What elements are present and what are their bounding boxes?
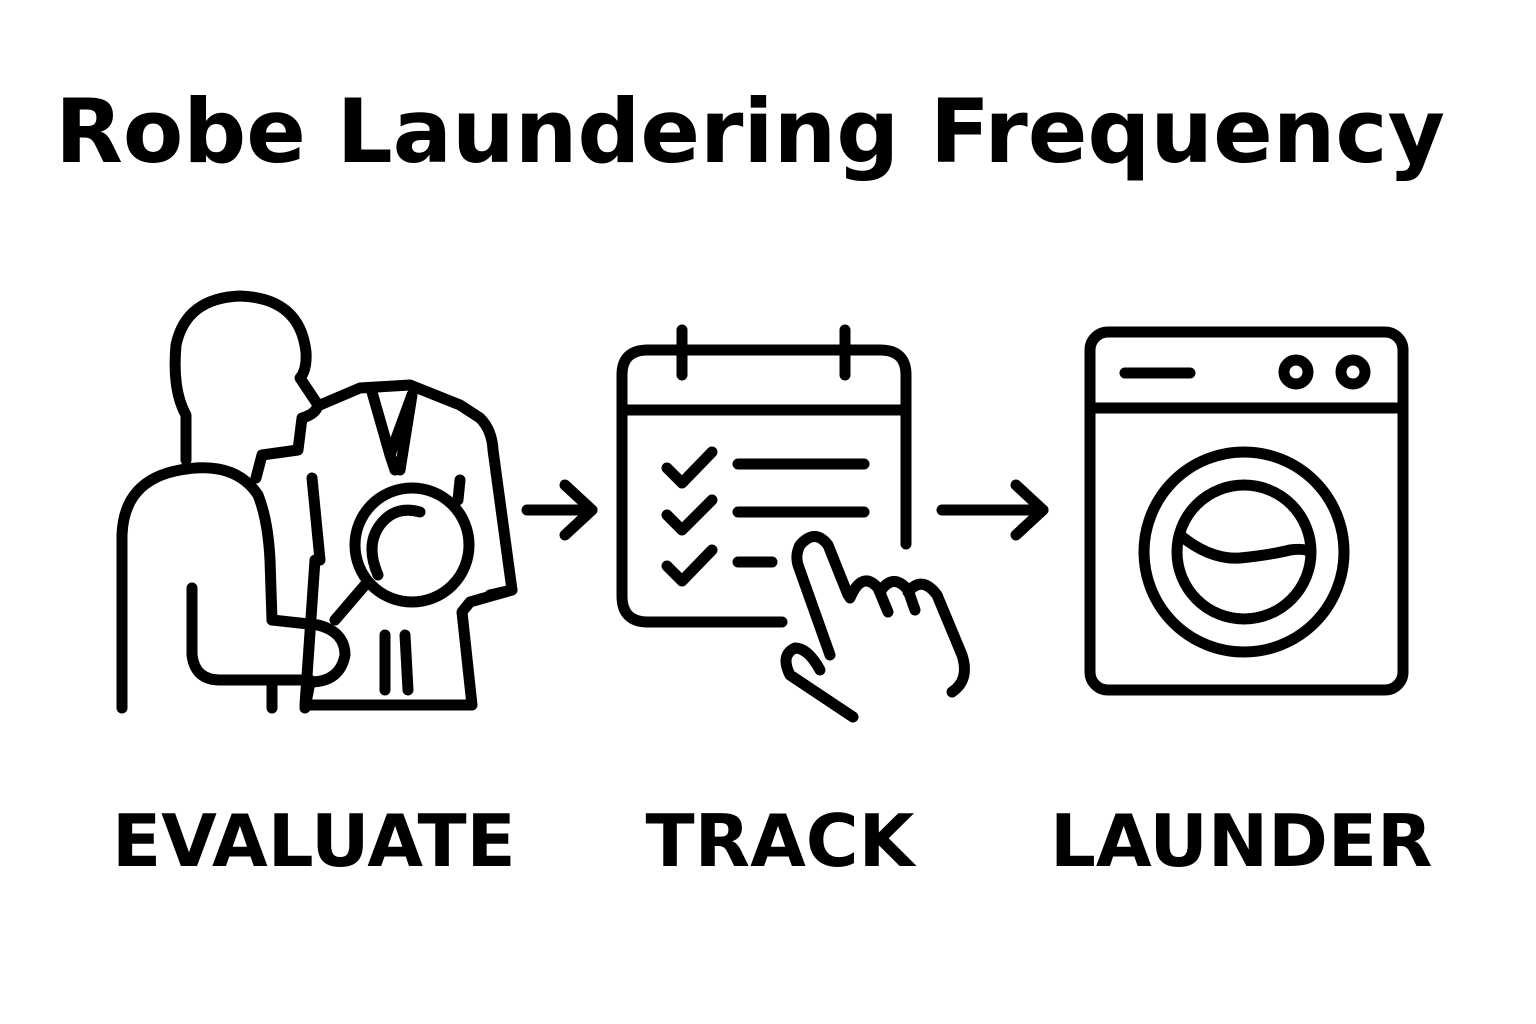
step-label-track: TRACK xyxy=(645,799,915,883)
pointing-hand-icon xyxy=(780,531,970,723)
person-inspecting-robe-icon xyxy=(116,290,518,714)
magnifier-icon xyxy=(329,482,475,626)
person-icon xyxy=(116,290,351,714)
arrow-right-icon xyxy=(521,479,598,541)
step-label-launder: LAUNDER xyxy=(1050,799,1433,883)
diagram-title: Robe Laundering Frequency xyxy=(55,80,1445,183)
step-label-evaluate: EVALUATE xyxy=(112,799,516,883)
washing-machine-icon xyxy=(1084,326,1409,696)
calendar-checklist-icon xyxy=(616,324,970,723)
robe-icon xyxy=(299,379,518,711)
arrow-right-icon xyxy=(936,479,1049,541)
